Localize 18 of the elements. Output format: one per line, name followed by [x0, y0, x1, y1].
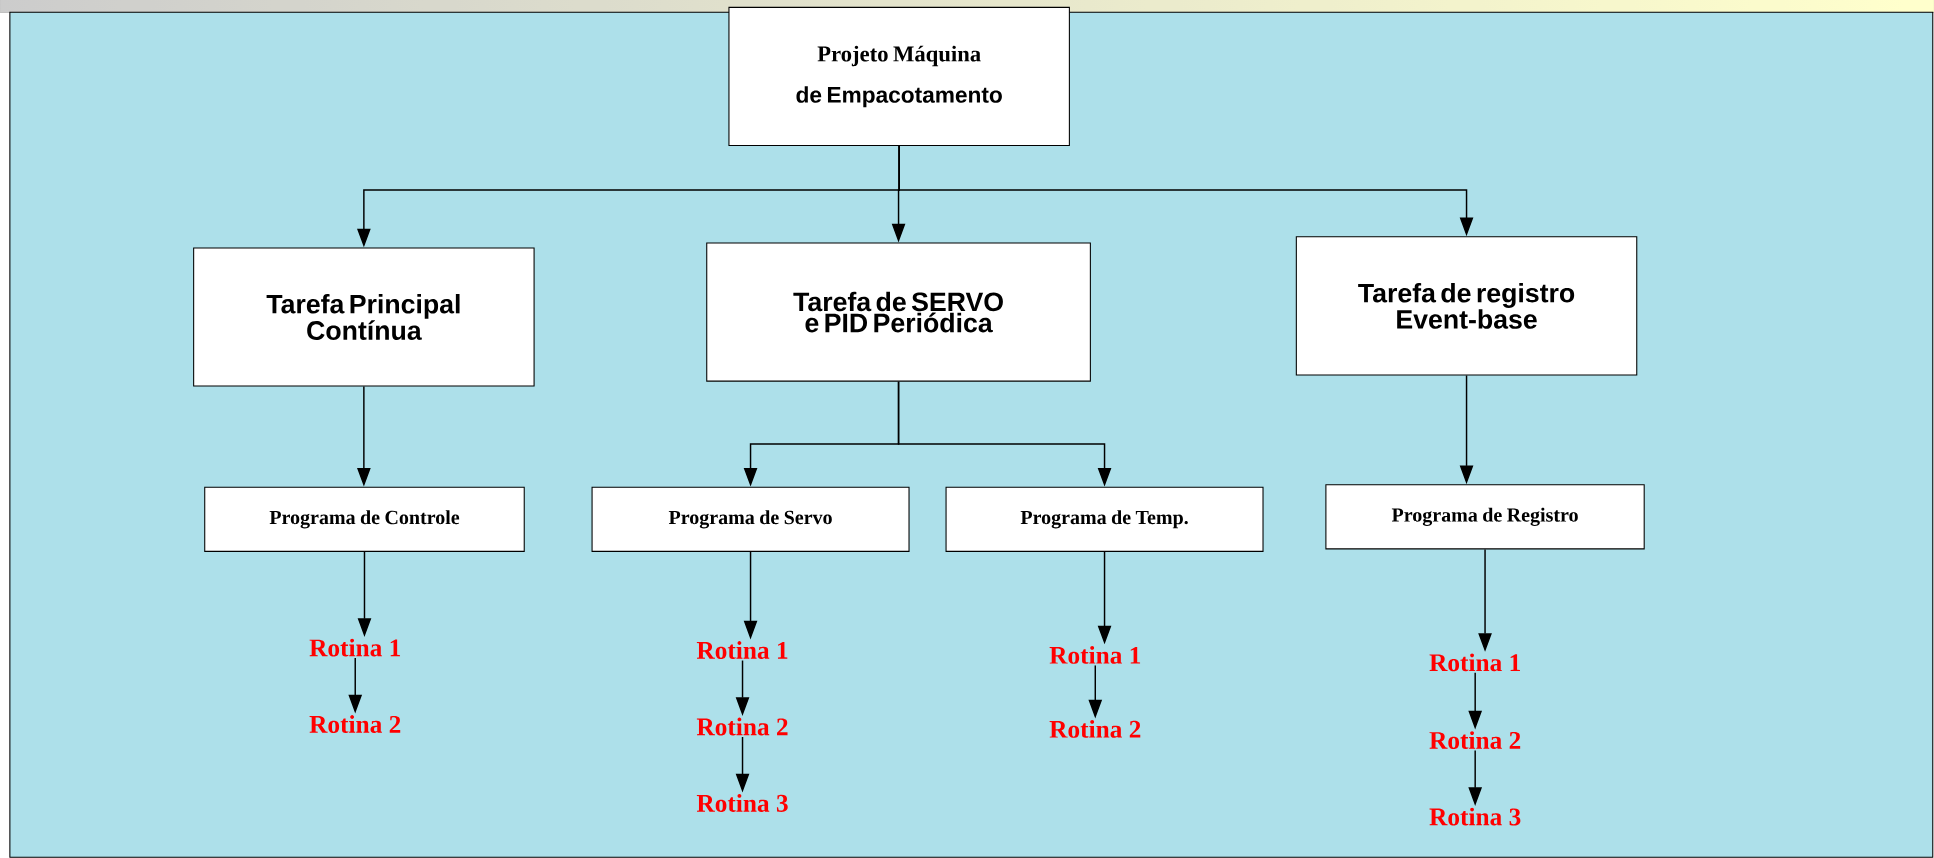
- task-box: Tarefa Principal Contínua: [193, 247, 535, 387]
- routine-label: Rotina 1: [1429, 653, 1520, 672]
- project-box: Projeto Máquina de Empacotamento: [728, 6, 1070, 146]
- program-box: Programa de Temp.: [945, 486, 1264, 552]
- routine-label: Rotina 3: [1429, 807, 1521, 826]
- program-box: Programa de Registro: [1325, 484, 1645, 550]
- routine-label: Rotina 2: [1429, 730, 1521, 749]
- routine-label: Rotina 3: [696, 793, 788, 812]
- routine-label: Rotina 2: [309, 714, 401, 733]
- program-box: Programa de Servo: [591, 486, 910, 552]
- task-box: Tarefa de SERVO e PID Periódica: [706, 242, 1091, 382]
- routine-label: Rotina 2: [1049, 719, 1141, 738]
- routine-label: Rotina 2: [696, 717, 788, 736]
- task-box: Tarefa de registro Event-base: [1295, 236, 1638, 376]
- routine-label: Rotina 1: [696, 640, 788, 659]
- routine-label: Rotina 1: [1049, 645, 1141, 664]
- routine-label: Rotina 1: [309, 638, 400, 657]
- program-box: Programa de Controle: [204, 486, 525, 552]
